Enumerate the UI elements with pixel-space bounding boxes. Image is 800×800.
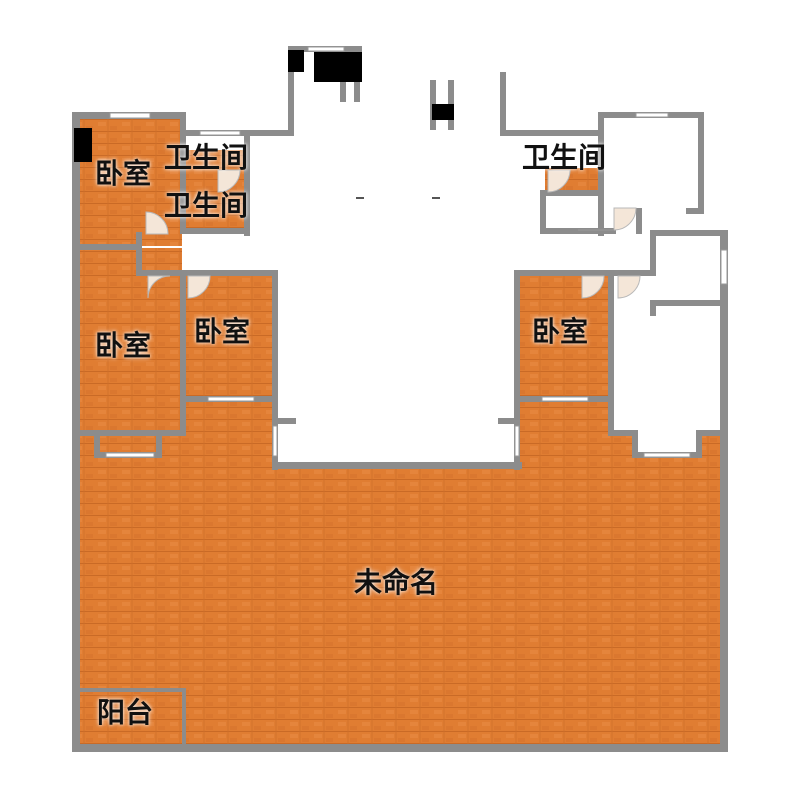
dash	[356, 197, 364, 199]
room-label-bedroom-mid-r: 卧室	[532, 315, 589, 348]
wall	[244, 130, 250, 236]
bedroom-mid-r-floor	[520, 276, 612, 396]
room-label-main-space: 未命名	[354, 566, 439, 599]
fixture	[288, 50, 304, 72]
wall	[500, 72, 506, 136]
door-swing	[547, 169, 571, 193]
wall	[94, 432, 100, 456]
room-label-bath-2: 卫生间	[164, 189, 249, 222]
wall	[650, 300, 656, 316]
wall	[598, 112, 604, 136]
wall	[720, 230, 728, 436]
bedroom-w-floor	[78, 248, 182, 436]
wall	[540, 190, 546, 234]
door-swing	[147, 275, 171, 299]
wall	[636, 208, 642, 234]
door-swing	[187, 275, 211, 299]
balcony-divider	[72, 688, 186, 746]
wall	[272, 270, 278, 470]
door-swing	[217, 169, 241, 193]
doors	[145, 169, 641, 299]
wall	[608, 270, 614, 436]
wall	[272, 462, 522, 469]
wall	[502, 130, 604, 136]
wall	[180, 228, 250, 234]
wall	[650, 230, 656, 276]
window	[207, 396, 255, 402]
wall	[72, 688, 186, 692]
wall	[608, 430, 638, 436]
window	[109, 112, 151, 119]
wall	[514, 270, 656, 276]
wall	[180, 270, 186, 436]
wall	[696, 430, 702, 456]
wall	[650, 300, 726, 306]
bath-1-2-floor	[182, 150, 246, 230]
door-swing	[145, 211, 169, 235]
window	[514, 425, 520, 457]
wall	[540, 228, 580, 234]
wall	[182, 688, 186, 746]
wall	[156, 432, 162, 456]
fixtures	[74, 50, 454, 199]
wall	[72, 244, 140, 250]
wall	[686, 208, 704, 214]
wall	[698, 112, 704, 214]
wall	[720, 432, 728, 752]
fixture	[432, 104, 454, 120]
wall	[340, 76, 346, 102]
window	[272, 425, 278, 457]
room-label-bath-3: 卫生间	[522, 141, 607, 174]
wall	[578, 228, 616, 234]
wall	[632, 430, 638, 456]
door-swing	[617, 275, 641, 299]
wall	[72, 744, 728, 752]
window	[105, 452, 155, 458]
fixture	[314, 52, 362, 82]
window	[643, 452, 691, 458]
room-label-balcony: 阳台	[97, 696, 154, 729]
wall	[598, 132, 604, 236]
room-label-bedroom-mid-l: 卧室	[194, 315, 251, 348]
cabinet-fixture	[74, 128, 92, 162]
wall	[354, 76, 360, 102]
wall	[650, 230, 728, 236]
wall	[180, 152, 186, 234]
wall	[274, 418, 296, 424]
wall	[288, 70, 294, 136]
bedroom-w-bay-floor	[96, 432, 160, 454]
window	[720, 249, 728, 285]
windows	[105, 46, 728, 458]
room-label-bath-1: 卫生间	[164, 141, 249, 174]
door-swing	[581, 275, 605, 299]
wall	[136, 270, 278, 276]
window	[307, 46, 345, 52]
window	[635, 112, 669, 118]
wall	[540, 190, 604, 196]
wall	[696, 430, 728, 436]
door-swing	[613, 207, 637, 231]
window	[199, 130, 241, 136]
room-label-bedroom-w: 卧室	[95, 329, 152, 362]
room-label-bedroom-nw: 卧室	[95, 157, 152, 190]
wall	[498, 418, 520, 424]
dash	[432, 197, 440, 199]
window	[541, 396, 589, 402]
main-space-floor	[78, 400, 722, 746]
floors	[78, 118, 722, 746]
wall	[72, 430, 186, 436]
bedroom-mid-l-floor	[186, 276, 274, 396]
wall	[136, 232, 142, 272]
wall	[514, 270, 520, 470]
